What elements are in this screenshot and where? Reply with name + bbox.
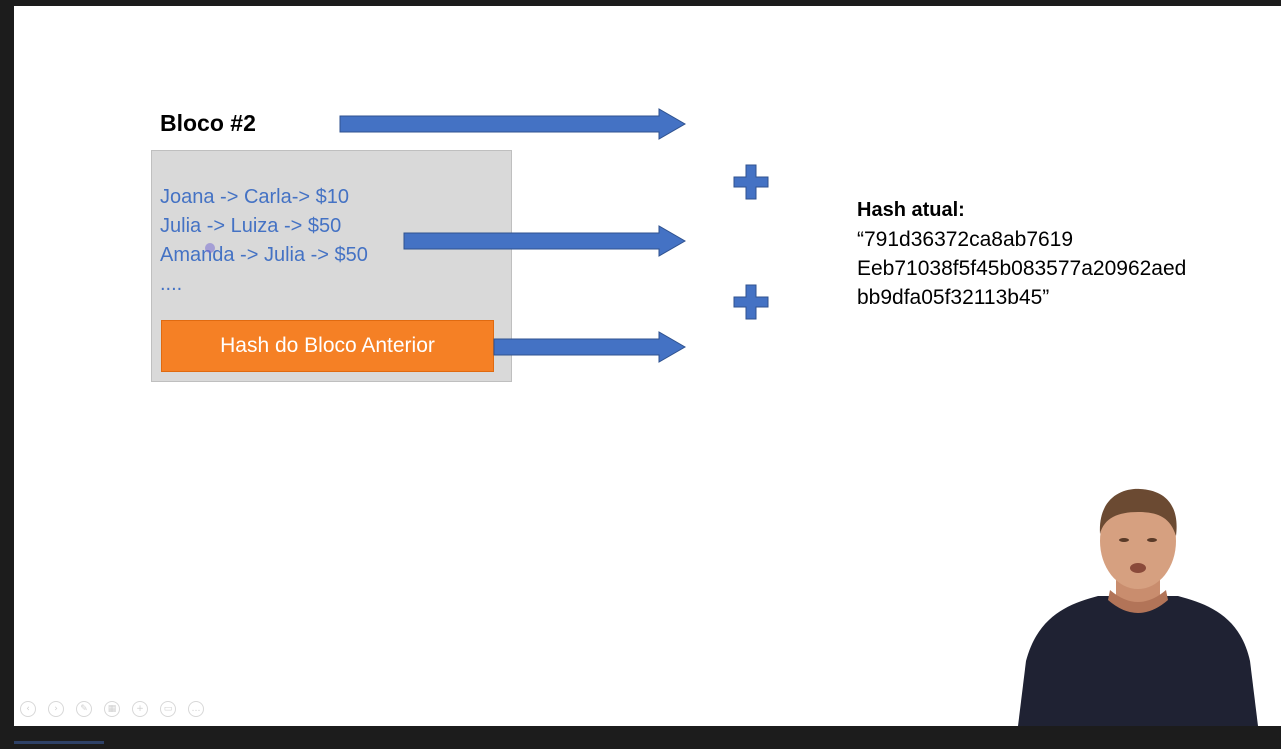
prev-icon[interactable]: ‹ [20,701,36,717]
pen-icon[interactable]: ✎ [76,701,92,717]
transaction-line: Julia -> Luiza -> $50 [160,215,342,237]
laser-pointer [205,243,215,253]
arrow-right-icon [403,225,687,257]
next-icon[interactable]: › [48,701,64,717]
transaction-ellipsis: .... [160,273,183,295]
top-bar [0,0,1281,6]
transaction-line: Joana -> Carla-> $10 [160,186,350,208]
hash-label: Hash atual: [857,199,965,221]
screen-icon[interactable]: ▭ [160,701,176,717]
slideshow-toolbar: ‹ › ✎ ▦ + ▭ … [20,701,204,717]
status-link [14,741,104,744]
slides-icon[interactable]: ▦ [104,701,120,717]
transaction-line: Amanda -> Julia -> $50 [160,244,368,266]
slide-title: Bloco #2 [160,110,256,136]
zoom-icon[interactable]: + [132,701,148,717]
hash-value-line: bb9dfa05f32113b45” [857,286,1050,309]
left-bar [0,0,14,749]
more-icon[interactable]: … [188,701,204,717]
hash-value-line: “791d36372ca8ab7619 [857,228,1074,251]
prev-hash-button: Hash do Bloco Anterior [161,320,494,372]
presenter-video [1018,488,1258,726]
hash-value-line: Eeb71038f5f45b083577a20962aed [857,257,1187,280]
plus-icon [733,164,769,200]
arrow-right-icon [339,108,687,140]
bottom-bar [0,726,1281,749]
presentation-slide: Bloco #2 Joana -> Carla-> $10 Julia -> L… [14,6,1281,726]
arrow-right-icon [493,331,687,363]
plus-icon [733,284,769,320]
